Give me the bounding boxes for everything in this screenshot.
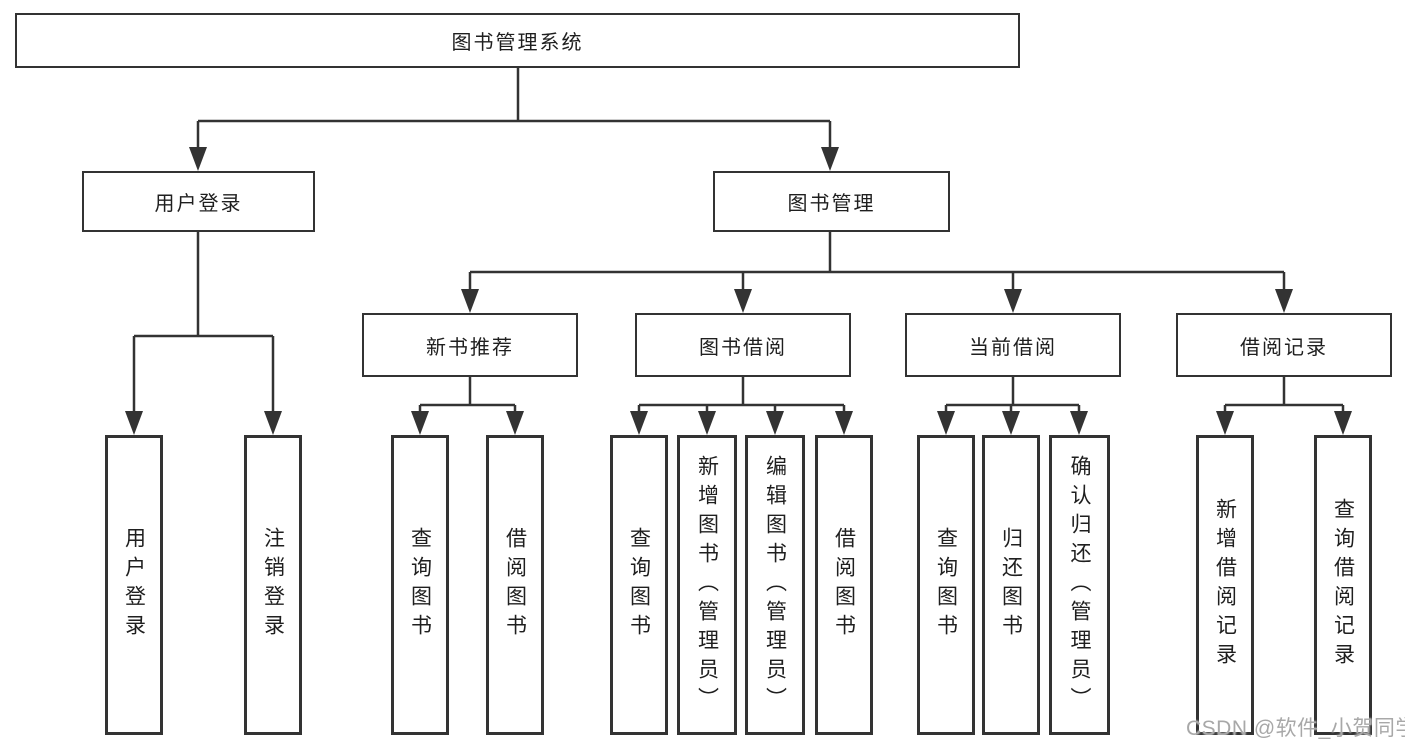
leaf-borrow-add-books-admin: 新增图书（管理员） (677, 435, 737, 735)
node-label: 新增借阅记录 (1213, 498, 1237, 672)
node-label: 用户登录 (154, 193, 243, 215)
node-label: 确认归还（管理员） (1068, 454, 1091, 716)
leaf-borrow-edit-books-admin: 编辑图书（管理员） (745, 435, 805, 735)
node-label: 查询图书 (627, 527, 651, 643)
leaf-recommend-query-books: 查询图书 (391, 435, 449, 735)
node-label: 用户登录 (122, 527, 146, 643)
node-book-management-system: 图书管理系统 (15, 13, 1020, 68)
node-current-borrowing: 当前借阅 (905, 313, 1121, 377)
node-borrowing-records: 借阅记录 (1176, 313, 1392, 377)
node-label: 编辑图书（管理员） (763, 454, 787, 716)
node-label: 当前借阅 (969, 336, 1057, 359)
node-label: 注销登录 (261, 527, 285, 643)
leaf-borrow-borrow-books: 借阅图书 (815, 435, 873, 735)
leaf-current-return-books: 归还图书 (982, 435, 1040, 735)
node-label: 新增图书（管理员） (695, 454, 719, 716)
node-label: 图书管理 (787, 193, 876, 215)
node-label: 查询图书 (408, 527, 432, 643)
node-label: 查询借阅记录 (1331, 498, 1355, 672)
leaf-current-query-books: 查询图书 (917, 435, 975, 735)
csdn-watermark: CSDN @软件_小贺同学 (1186, 717, 1405, 740)
node-user-login: 用户登录 (82, 171, 315, 232)
node-new-book-recommendation: 新书推荐 (362, 313, 578, 377)
node-label: 借阅记录 (1240, 336, 1328, 359)
node-label: 新书推荐 (426, 336, 514, 359)
node-book-borrowing: 图书借阅 (635, 313, 851, 377)
node-label: 查询图书 (934, 527, 958, 643)
node-label: 借阅图书 (832, 527, 856, 643)
leaf-user-login: 用户登录 (105, 435, 163, 735)
connector-edges (132, 68, 1345, 416)
leaf-recommend-borrow-books: 借阅图书 (486, 435, 544, 735)
node-label: 借阅图书 (503, 527, 527, 643)
arrowheads (125, 147, 1352, 435)
leaf-logout: 注销登录 (244, 435, 302, 735)
node-label: 图书管理系统 (451, 32, 584, 54)
leaf-borrow-query-books: 查询图书 (610, 435, 668, 735)
leaf-current-confirm-return-admin: 确认归还（管理员） (1049, 435, 1110, 735)
node-label: 图书借阅 (699, 336, 787, 359)
node-book-management: 图书管理 (713, 171, 950, 232)
node-label: 归还图书 (999, 527, 1023, 643)
leaf-records-query-record: 查询借阅记录 (1314, 435, 1372, 735)
leaf-records-add-record: 新增借阅记录 (1196, 435, 1254, 735)
